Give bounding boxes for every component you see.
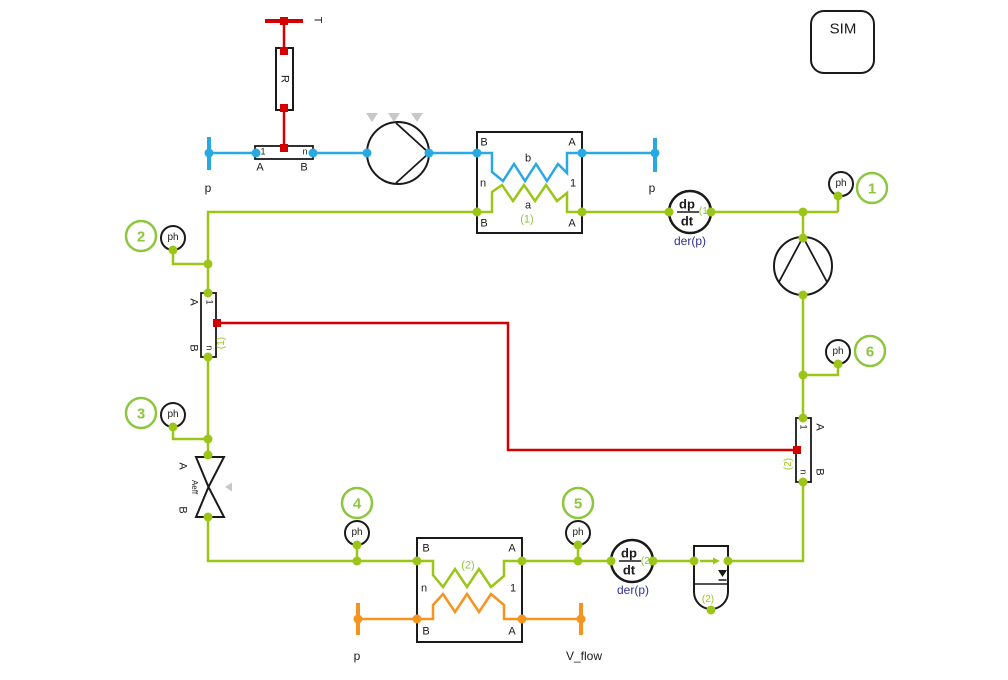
hx1-index-label: (1) [520,213,534,226]
hx1-port-n: n [479,177,487,190]
pipe1-port-n: n [204,345,215,351]
hx1-side-b-label: b [524,152,532,165]
pipe1-port-b: B [187,344,200,352]
dpdt2-index-label: (2) [640,556,654,567]
hx2-port-n: n [420,582,428,595]
liquid-level-icon [694,570,728,585]
state-badge-4 [340,486,374,520]
state-badge-4-number: 4 [352,495,362,513]
pipe2-port-a: A [813,423,826,431]
hx1-port-a-bottom: A [568,217,576,230]
pipe1-index-label: (1) [216,336,227,350]
boundary-label-bottom-right: V_flow [565,649,603,663]
hx1-port-b-top: B [480,136,488,149]
pipe1-port-1: 1 [204,299,215,305]
valve-port-a: A [176,462,189,470]
hx2-port-a-top: A [508,542,516,555]
receiver-index-label: (2) [701,594,715,605]
heat-exchanger-2[interactable] [416,537,523,643]
temperature-sensor-label: T [311,16,324,24]
boundary-label-bottom-left: p [353,649,361,663]
valve-aeff-label: Aeff [190,479,199,495]
dpdt2-denominator: dt [622,562,636,578]
red-thermal-wires [217,19,797,452]
hx2-port-b-bottom: B [422,625,430,638]
pump[interactable] [366,121,430,185]
green-port-dots [168,191,843,615]
state-badge-2-number: 2 [136,228,146,246]
green-refrigerant-wires [171,182,840,590]
state-badge-5 [561,486,595,520]
dpdt1-numerator: dp [679,196,695,212]
state-badge-2 [124,219,158,253]
pipe2-port-n: n [798,469,809,475]
pipe-top-port-a: A [256,161,264,174]
state-badge-3 [124,396,158,430]
dpdt1-index-label: (1) [698,206,712,217]
pipe2-index-label: (2) [783,457,794,471]
valve-actuator-arrow-icon [225,482,232,492]
red-port-squares [213,17,801,454]
ph-sensor-4-label: ph [351,527,363,538]
sim-label: SIM [829,20,857,38]
compressor[interactable] [773,236,833,296]
state-badge-6 [853,334,887,368]
pipe-top-port-1: 1 [260,146,266,157]
pipe1-port-a: A [187,298,200,306]
boundary-label-top-right: p [648,181,656,195]
state-badge-1 [855,171,889,205]
hx2-index-label: (2) [461,559,475,572]
state-badge-5-number: 5 [573,495,583,513]
pipe2-port-1: 1 [798,424,809,430]
resistor-label: R [278,75,291,83]
dpdt2-numerator: dp [621,545,637,561]
hx1-port-b-bottom: B [480,217,488,230]
ph-sensor-1-label: ph [835,178,847,189]
dpdt1-denominator: dt [680,213,694,229]
pipe-top-port-b: B [300,161,308,174]
hx1-port-1: 1 [569,177,577,190]
state-badge-1-number: 1 [867,180,877,198]
boundary-label-top-left: p [204,181,212,195]
state-badge-3-number: 3 [136,405,146,423]
hx1-side-a-label: a [524,199,532,212]
hx2-port-a-bottom: A [508,625,516,638]
orange-port-dots [353,614,586,624]
sim-button[interactable] [810,10,875,74]
expansion-valve[interactable] [194,456,226,518]
state-badge-6-number: 6 [865,343,875,361]
pipe2-port-b: B [813,468,826,476]
hx2-port-b-top: B [422,542,430,555]
ph-sensor-2-label: ph [167,232,179,243]
dpdt1-caption: der(p) [673,234,707,248]
ph-sensor-5-label: ph [572,527,584,538]
ph-sensor-3-label: ph [167,409,179,420]
pump-speed-arrows-icon [366,113,423,122]
pipe-top-port-n: n [302,146,308,157]
ph-sensor-6-label: ph [832,346,844,357]
valve-port-b: B [176,506,189,514]
hx1-port-a-top: A [568,136,576,149]
heat-exchanger-1[interactable] [476,131,583,234]
blue-port-dots [204,148,660,158]
dpdt2-caption: der(p) [616,583,650,597]
hx2-port-1: 1 [509,582,517,595]
